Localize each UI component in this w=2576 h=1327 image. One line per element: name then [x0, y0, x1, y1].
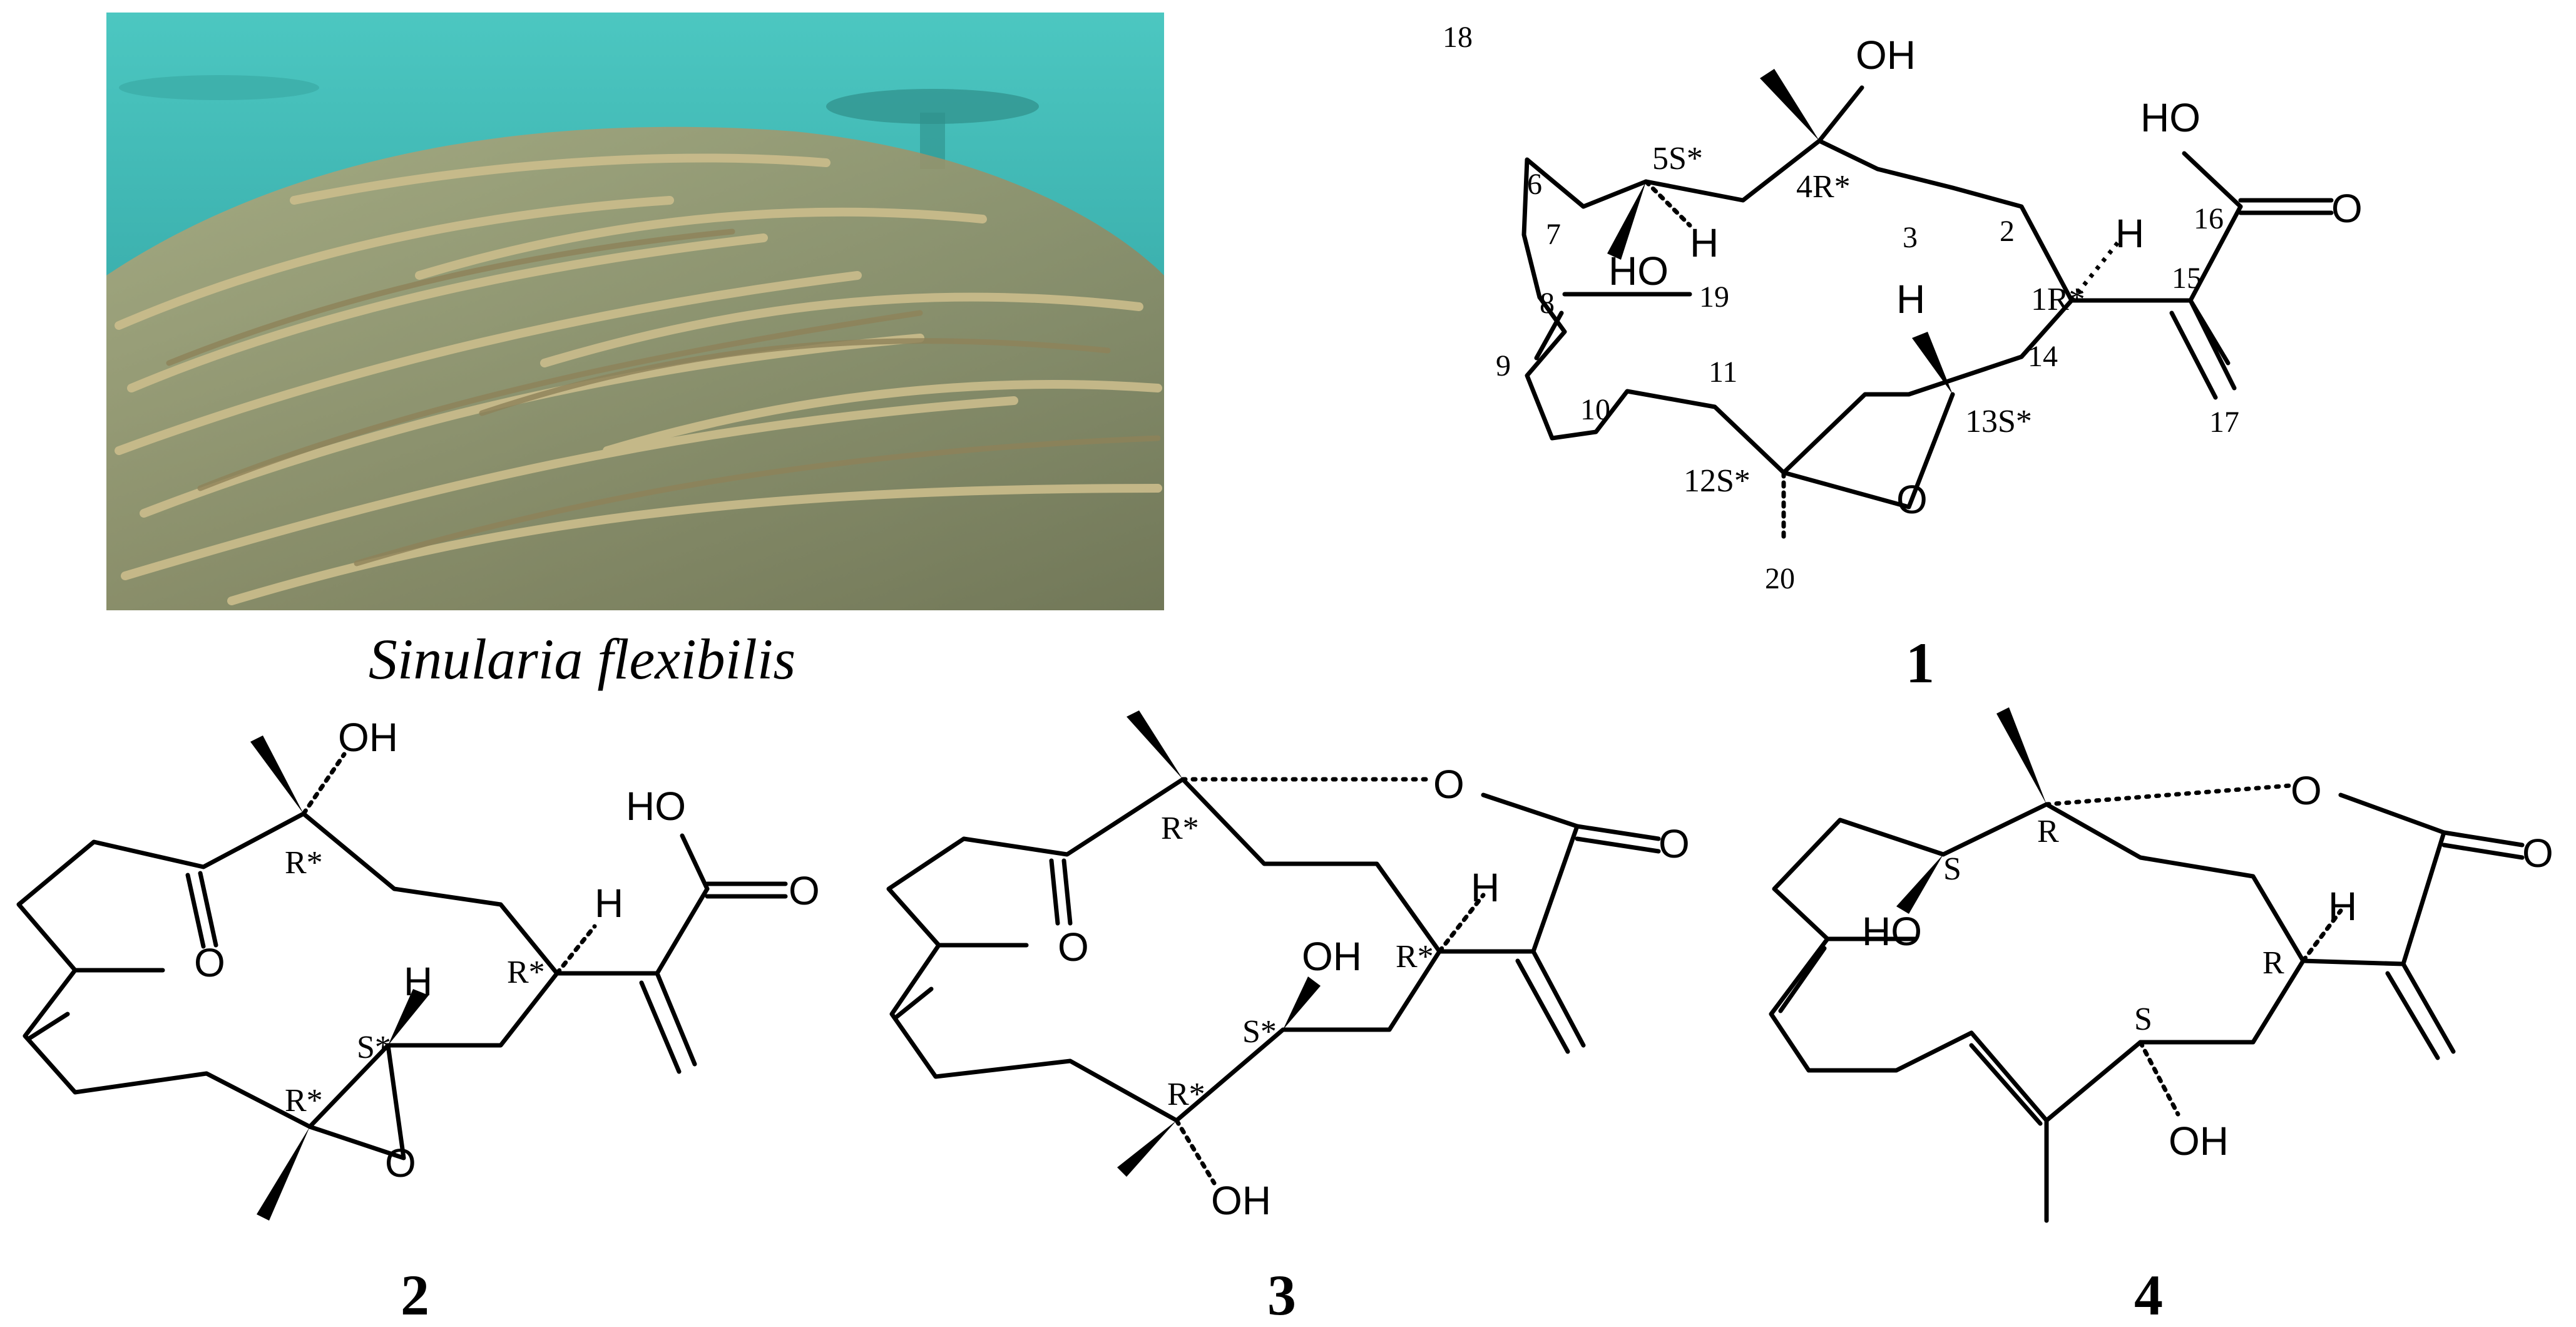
atom-number: 7: [1546, 218, 1561, 251]
stereo-label: S*: [1242, 1014, 1277, 1050]
compound-1-labels: 18 OH 5S* 4R* 6 7 3 2 H HO 16 O 15 1R* H…: [1443, 21, 2363, 695]
atom-label: OH: [1211, 1178, 1271, 1223]
stereo-label: 5S*: [1652, 141, 1703, 177]
atom-label: O: [1433, 762, 1464, 807]
atom-label: O: [385, 1140, 416, 1186]
atom-label: O: [1896, 477, 1928, 522]
photo-caption: Sinularia flexibilis: [368, 627, 796, 691]
stereo-label: 4R*: [1796, 169, 1851, 205]
atom-label: H: [1471, 865, 1500, 910]
atom-label: O: [2331, 186, 2363, 231]
stereo-label: R*: [285, 1083, 323, 1119]
coral-photo: [106, 13, 1164, 610]
atom-number: 3: [1903, 221, 1918, 254]
stereo-label: R*: [507, 955, 545, 990]
compound-label: 1: [1906, 631, 1935, 695]
atom-number: 20: [1765, 562, 1795, 595]
atom-label: O: [1659, 821, 1690, 866]
atom-label: H: [404, 959, 432, 1004]
stereo-label: 13S*: [1965, 404, 2032, 439]
atom-label: O: [2291, 768, 2322, 813]
wedge-bond: [257, 1127, 310, 1221]
atom-label: O: [2522, 831, 2553, 876]
atom-label: O: [1058, 925, 1089, 970]
atom-label: HO: [2140, 95, 2200, 140]
atom-number: 10: [1580, 393, 1610, 426]
wedge-bond: [1127, 710, 1183, 779]
atom-label: OH: [1302, 934, 1362, 979]
wedge-bond: [1760, 69, 1819, 141]
compound-3: [886, 777, 1661, 1186]
atom-number: 16: [2194, 202, 2224, 235]
atom-label: OH: [2169, 1119, 2229, 1164]
stereo-label: S: [1943, 851, 1961, 887]
wedge-bond: [1912, 332, 1953, 394]
wedge-bond: [1996, 707, 2047, 804]
compound-label: 4: [2134, 1263, 2163, 1327]
compound-4: [1769, 783, 2525, 1223]
atom-label: H: [1690, 220, 1719, 265]
wedge-bond: [1283, 976, 1321, 1030]
atom-number: 2: [2000, 215, 2015, 248]
atom-number: 11: [1709, 356, 1737, 389]
atom-label: HO: [1862, 909, 1922, 954]
compound-label: 2: [401, 1263, 429, 1327]
atom-number: 9: [1496, 349, 1511, 382]
wedge-bond: [1117, 1120, 1177, 1177]
stereo-label: R: [2037, 814, 2059, 849]
stereo-label: 1R*: [2031, 282, 2085, 317]
stereo-label: R: [2262, 945, 2284, 981]
atom-number: 19: [1699, 280, 1729, 314]
atom-label: OH: [1856, 33, 1916, 78]
atom-number: 14: [2028, 340, 2058, 373]
compound-label: 3: [1267, 1263, 1296, 1327]
stereo-label: R*: [1161, 811, 1199, 846]
compound-4-labels: O O R S H HO R S OH 4: [1862, 768, 2553, 1327]
atom-number: 17: [2209, 406, 2239, 439]
atom-label: H: [2328, 884, 2357, 929]
atom-label: H: [1896, 277, 1925, 322]
atom-label: HO: [626, 784, 686, 829]
atom-label: O: [789, 868, 820, 913]
compound-1: [1521, 85, 2334, 541]
atom-label: HO: [1608, 248, 1669, 294]
hash-bond: [2070, 236, 2124, 302]
atom-label: O: [194, 940, 225, 985]
wedge-bond: [1896, 854, 1943, 914]
coral-photo-illustration: [106, 13, 1164, 610]
wedge-bond: [250, 735, 304, 814]
stereo-label: R*: [285, 845, 323, 881]
atom-label: OH: [338, 715, 398, 760]
stereo-label: R*: [1396, 939, 1434, 975]
atom-label: H: [595, 881, 623, 926]
compound-2: [16, 752, 788, 1160]
wedge-bond: [388, 989, 429, 1045]
atom-number: 6: [1527, 168, 1542, 201]
atom-number: 15: [2172, 262, 2202, 295]
stereo-label: R*: [1167, 1077, 1205, 1112]
atom-number: 18: [1443, 21, 1473, 54]
stereo-label: S*: [357, 1030, 391, 1065]
stereo-label: S: [2134, 1002, 2152, 1037]
atom-number: 8: [1540, 287, 1555, 320]
atom-label: H: [2115, 211, 2144, 256]
stereo-label: 12S*: [1684, 463, 1751, 499]
compound-2-labels: OH HO O R* H O R* H S* R* O 2: [194, 715, 820, 1327]
compound-3-labels: O O R* H O OH R* S* R* OH 3: [1058, 762, 1690, 1327]
wedge-bond: [1607, 182, 1646, 260]
